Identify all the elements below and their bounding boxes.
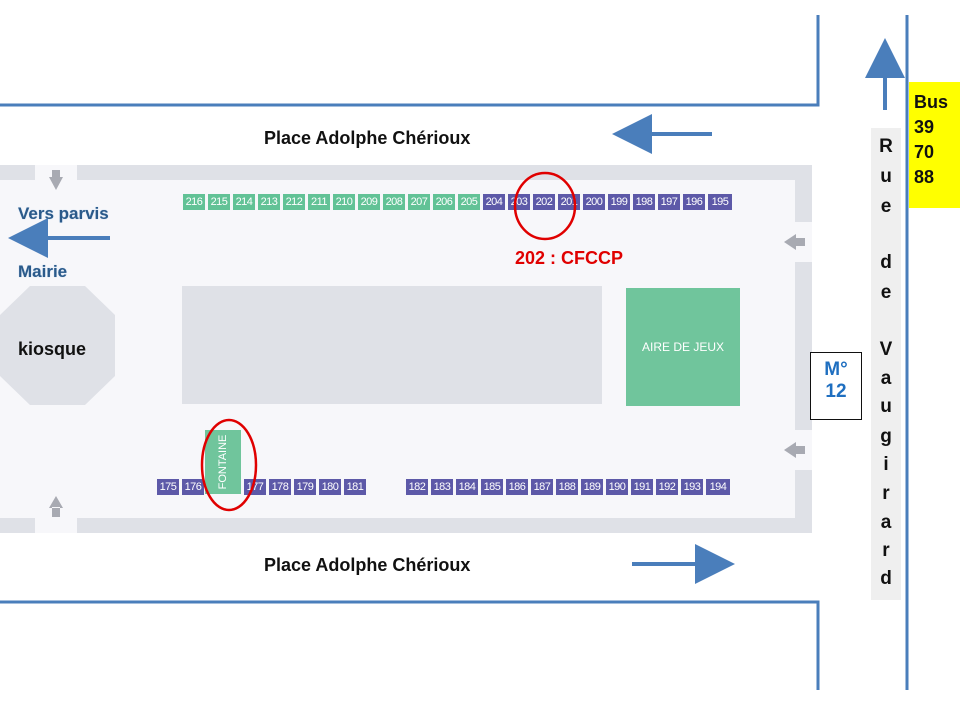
stall[interactable]: 194 [706, 479, 730, 495]
rue-letter: a [880, 512, 892, 533]
street-edge-bottom [0, 600, 820, 690]
stall[interactable]: 204 [483, 194, 505, 210]
bus-line: 39 [914, 117, 935, 137]
rue-letter: R [879, 136, 893, 157]
metro-line: 12 [825, 381, 847, 402]
stall[interactable]: 201 [558, 194, 580, 210]
rue-letter: V [879, 339, 893, 360]
stall[interactable]: 182 [406, 479, 428, 495]
stall[interactable]: 198 [633, 194, 655, 210]
bus-title: Bus [914, 92, 949, 112]
stall[interactable]: 213 [258, 194, 280, 210]
stall[interactable]: 215 [208, 194, 230, 210]
highlight-label: 202 : CFCCP [515, 248, 624, 268]
stall[interactable]: 212 [283, 194, 305, 210]
bus-box: Bus 39 70 88 [909, 82, 960, 208]
stall[interactable]: 179 [294, 479, 316, 495]
rue-letter: d [880, 568, 892, 589]
stall[interactable]: 208 [383, 194, 405, 210]
rue-letter: r [882, 483, 890, 504]
stall[interactable]: 197 [658, 194, 680, 210]
stall[interactable]: 192 [656, 479, 678, 495]
stall[interactable]: 189 [581, 479, 603, 495]
metro-box: M° 12 [810, 352, 862, 420]
rue-letter: u [880, 166, 892, 187]
metro-title: M° [824, 359, 848, 380]
aire-de-jeux-label: AIRE DE JEUX [641, 340, 725, 354]
rue-letter: d [880, 252, 892, 273]
stall[interactable]: 210 [333, 194, 355, 210]
stall[interactable]: 178 [269, 479, 291, 495]
stall[interactable]: 200 [583, 194, 605, 210]
stall[interactable]: 177 [244, 479, 266, 495]
rue-letter: r [882, 540, 890, 561]
stall[interactable]: 211 [308, 194, 330, 210]
kiosque-shape [0, 286, 115, 405]
stall[interactable]: 216 [183, 194, 205, 210]
central-block [182, 286, 602, 404]
fontaine: FONTAINE [205, 430, 241, 494]
rue-letter: e [880, 196, 892, 217]
rue-letter: a [880, 368, 892, 389]
stall[interactable]: 193 [681, 479, 703, 495]
stall[interactable]: 195 [708, 194, 732, 210]
stall[interactable]: 214 [233, 194, 255, 210]
stall[interactable]: 203 [508, 194, 530, 210]
entrance-arrow-top [49, 170, 63, 190]
stall[interactable]: 176 [182, 479, 204, 495]
stall[interactable]: 191 [631, 479, 653, 495]
mairie-label: Mairie [18, 262, 68, 281]
rue-vaugirard-strip [871, 128, 901, 600]
bus-line: 70 [914, 142, 935, 162]
street-label-top: Place Adolphe Chérioux [264, 128, 471, 148]
stall[interactable]: 196 [683, 194, 705, 210]
stall[interactable]: 187 [531, 479, 553, 495]
stall-202[interactable]: 202 [533, 194, 555, 210]
stall[interactable]: 184 [456, 479, 478, 495]
stall[interactable]: 186 [506, 479, 528, 495]
rue-letter: u [880, 396, 892, 417]
stall[interactable]: 207 [408, 194, 430, 210]
entrance-arrow-bottom [49, 496, 63, 517]
stall[interactable]: 181 [344, 479, 366, 495]
rue-letter: i [883, 454, 889, 475]
stall[interactable]: 206 [433, 194, 455, 210]
entrance-arrow-right-1 [784, 234, 805, 250]
stall[interactable]: 190 [606, 479, 628, 495]
vers-parvis-label: Vers parvis [18, 204, 109, 223]
stall[interactable]: 209 [358, 194, 380, 210]
aire-de-jeux: AIRE DE JEUX [626, 288, 740, 406]
rue-letter: g [880, 426, 892, 447]
rue-letter: e [880, 282, 892, 303]
stall[interactable]: 185 [481, 479, 503, 495]
fontaine-label: FONTAINE [217, 434, 229, 490]
street-edge-top [0, 15, 820, 107]
stall[interactable]: 199 [608, 194, 630, 210]
stall[interactable]: 188 [556, 479, 578, 495]
stall[interactable]: 183 [431, 479, 453, 495]
street-label-bottom: Place Adolphe Chérioux [264, 555, 471, 575]
bus-line: 88 [914, 167, 935, 187]
stall[interactable]: 205 [458, 194, 480, 210]
kiosque-label: kiosque [18, 339, 87, 359]
stall[interactable]: 175 [157, 479, 179, 495]
stall[interactable]: 180 [319, 479, 341, 495]
entrance-arrow-right-2 [784, 442, 805, 458]
